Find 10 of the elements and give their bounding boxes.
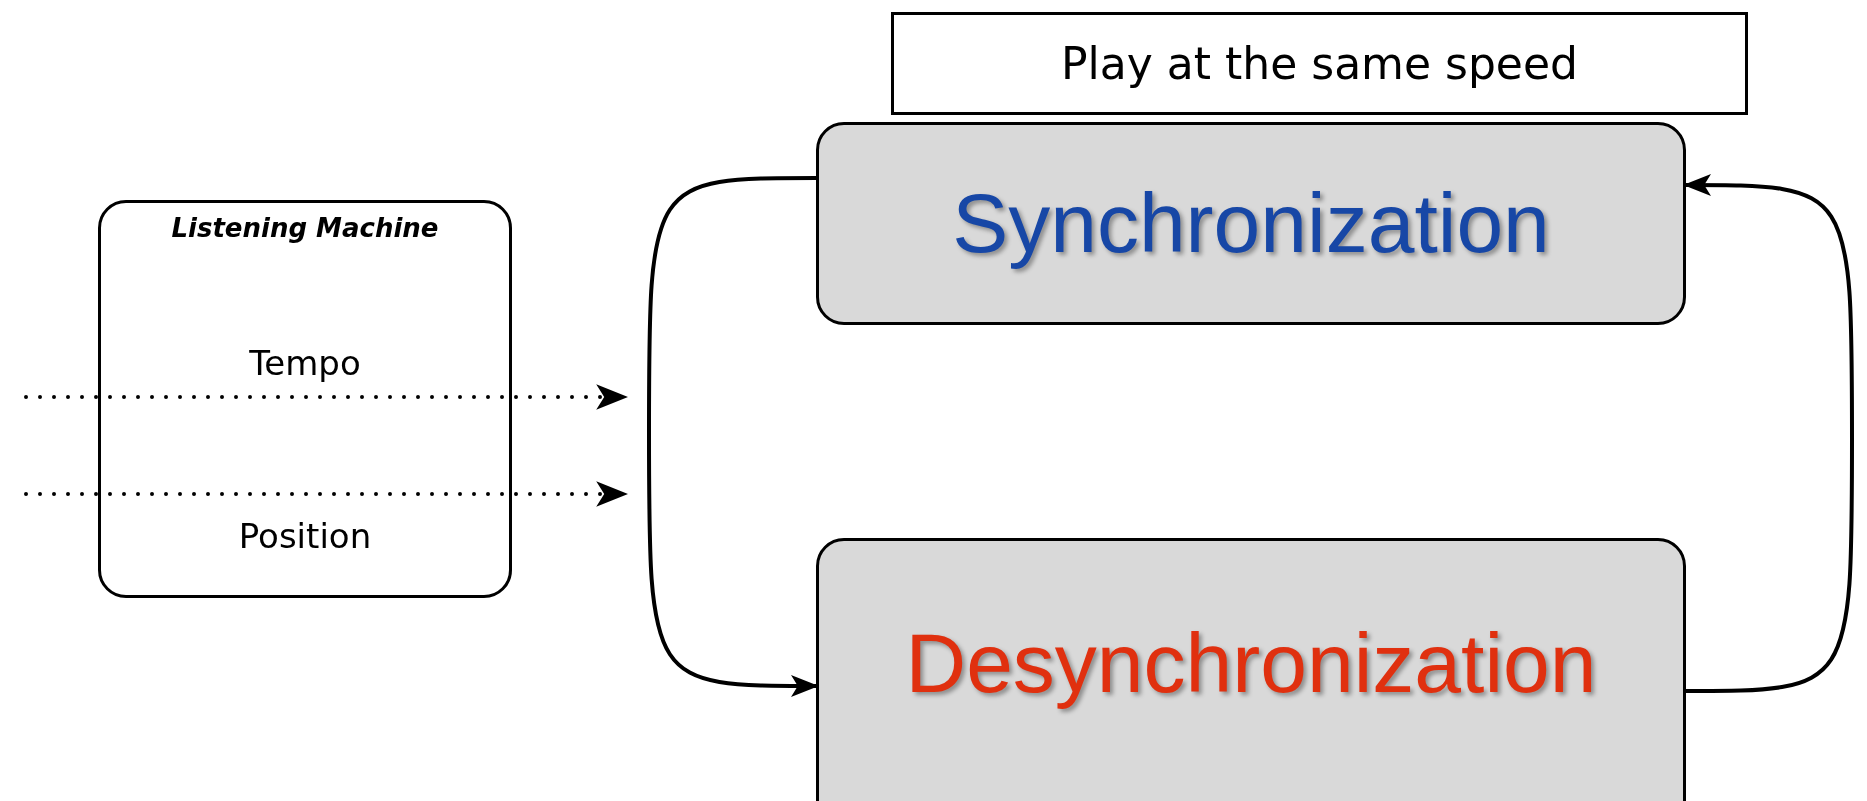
- state-box: [816, 538, 1686, 801]
- state-label: Synchronization: [952, 175, 1550, 272]
- signal-label: Position: [237, 516, 373, 556]
- state-box: [816, 122, 1686, 325]
- machine-box: [98, 200, 512, 598]
- note-text: Play at the same speed: [1061, 38, 1578, 89]
- note-box: [891, 12, 1748, 115]
- signal-label: Tempo: [248, 343, 362, 383]
- box-heading: Listening Machine: [171, 213, 439, 243]
- state-label: Desynchronization: [905, 614, 1597, 712]
